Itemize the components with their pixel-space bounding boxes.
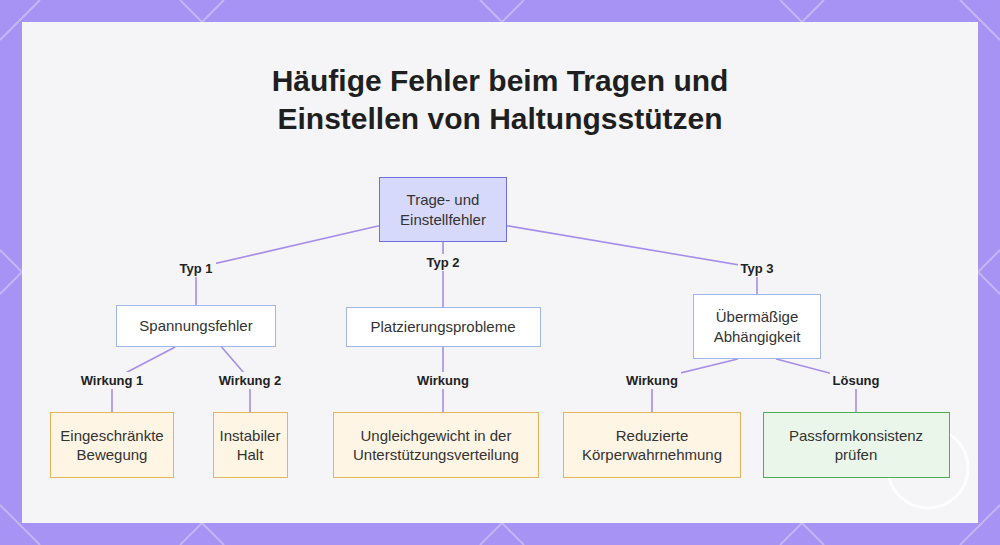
edge-label: Wirkung 2 bbox=[216, 372, 285, 389]
node-text: Instabiler Halt bbox=[220, 426, 281, 465]
node-text: Spannungsfehler bbox=[139, 316, 252, 336]
edge-label: Typ 1 bbox=[177, 260, 216, 277]
node-text: Trage- und Einstellfehler bbox=[388, 190, 498, 229]
inner-panel bbox=[22, 22, 978, 523]
effect-box: Eingeschränkte Bewegung bbox=[50, 412, 174, 478]
edge-label: Typ 3 bbox=[738, 260, 777, 277]
node-text: Reduzierte Körperwahrnehmung bbox=[572, 426, 732, 465]
node-text: Passformkonsistenz prüfen bbox=[772, 426, 941, 465]
root-box: Trage- und Einstellfehler bbox=[379, 177, 507, 242]
connector-line bbox=[442, 242, 444, 307]
edge-label: Wirkung 1 bbox=[78, 372, 147, 389]
edge-label: Wirkung bbox=[623, 372, 681, 389]
effect-box: Instabiler Halt bbox=[213, 412, 288, 478]
category-box: Übermäßige Abhängigkeit bbox=[693, 294, 821, 359]
connector-line bbox=[196, 226, 379, 305]
node-text: Eingeschränkte Bewegung bbox=[59, 426, 165, 465]
diagram-title: Häufige Fehler beim Tragen und Einstelle… bbox=[200, 62, 800, 137]
node-text: Platzierungsprobleme bbox=[370, 317, 515, 337]
category-box: Spannungsfehler bbox=[116, 305, 276, 347]
effect-box: Ungleichgewicht in der Unterstützungsver… bbox=[333, 412, 539, 478]
solution-box: Passformkonsistenz prüfen bbox=[763, 412, 950, 478]
edge-label: Lösung bbox=[830, 372, 883, 389]
node-text: Ungleichgewicht in der Unterstützungsver… bbox=[342, 426, 530, 465]
node-text: Übermäßige Abhängigkeit bbox=[702, 307, 812, 346]
effect-box: Reduzierte Körperwahrnehmung bbox=[563, 412, 741, 478]
category-box: Platzierungsprobleme bbox=[346, 307, 541, 347]
edge-label: Typ 2 bbox=[424, 254, 463, 271]
connector-line bbox=[507, 226, 757, 294]
edge-label: Wirkung bbox=[414, 372, 472, 389]
